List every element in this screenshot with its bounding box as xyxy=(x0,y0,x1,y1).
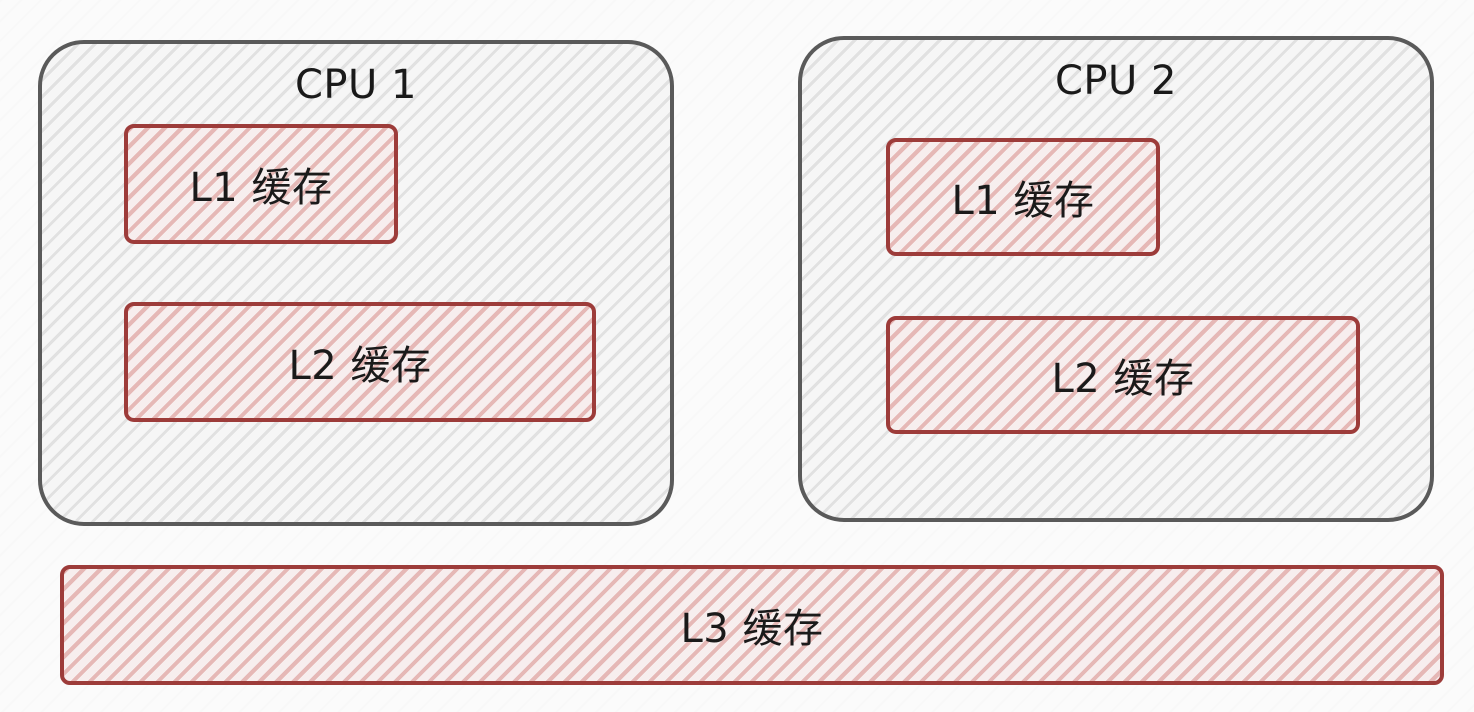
cpu-1-l2-label: L2 缓存 xyxy=(288,343,432,389)
cpu-2-title: CPU 2 xyxy=(1055,58,1177,104)
cpu-2-l1-cache: L1 缓存 xyxy=(886,138,1160,256)
cpu-1-title: CPU 1 xyxy=(295,62,417,108)
cpu-2-box: CPU 2 L1 缓存 L2 缓存 xyxy=(798,36,1434,522)
cpu-2-l1-label: L1 缓存 xyxy=(951,178,1095,224)
cpu-1-l1-label: L1 缓存 xyxy=(189,165,333,211)
l3-cache: L3 缓存 xyxy=(60,565,1444,685)
cpu-1-l1-cache: L1 缓存 xyxy=(124,124,398,244)
cpu-2-l2-label: L2 缓存 xyxy=(1051,356,1195,402)
cpu-1-l2-cache: L2 缓存 xyxy=(124,302,596,422)
cpu-2-l2-cache: L2 缓存 xyxy=(886,316,1360,434)
cpu-1-box: CPU 1 L1 缓存 L2 缓存 xyxy=(38,40,674,526)
l3-label: L3 缓存 xyxy=(680,606,824,652)
